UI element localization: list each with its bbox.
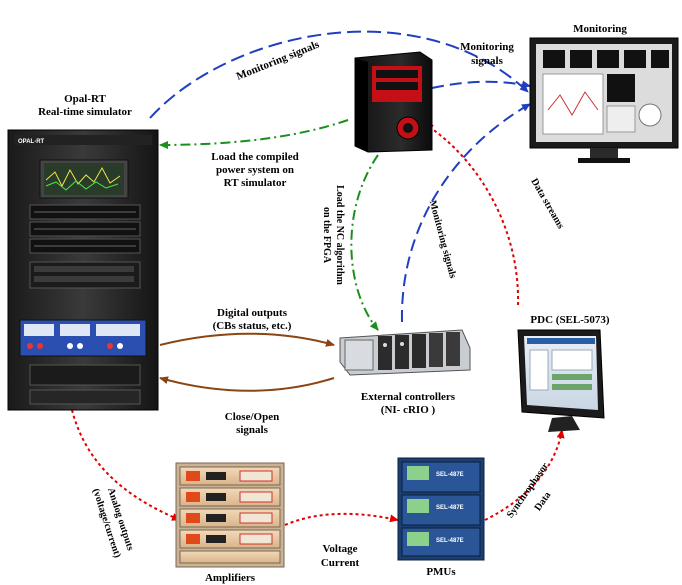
pmu-brand-2: SEL-487E [436, 505, 464, 511]
amplifiers-stack [175, 462, 285, 568]
load-nc-2: on the FPGA [321, 207, 332, 264]
load-compiled-1: Load the compiled [211, 151, 298, 163]
opal-rt-title-1: Opal-RT [64, 93, 106, 105]
load-nc-1: Load the NC algorithm [334, 185, 345, 285]
pmus-stack: SEL-487E SEL-487E SEL-487E [397, 457, 485, 561]
opal-rt-title-2: Real-time simulator [38, 106, 132, 118]
arrow-load-compiled [159, 119, 349, 149]
arrow-voltage-current [284, 512, 399, 526]
external-controllers-1: External controllers [361, 391, 456, 403]
digital-outputs-2: (CBs status, etc.) [213, 320, 292, 332]
monitoring-title: Monitoring [573, 23, 627, 35]
arrow-synchrophasor [484, 429, 565, 521]
monitoring-signals-vert: Monitoring signals [427, 199, 458, 280]
arrow-monitoring-signals-arc [149, 30, 529, 119]
arrow-load-nc [350, 154, 379, 331]
amplifiers-label: Amplifiers [205, 572, 256, 584]
external-controllers-2: (NI- cRIO ) [381, 404, 436, 416]
opal-brand: OPAL-RT [18, 139, 45, 145]
close-open-2: signals [236, 424, 269, 436]
opal-rt-rack: OPAL-RT [7, 129, 159, 411]
digital-outputs-1: Digital outputs [217, 307, 288, 319]
data-streams-label: Data streams [528, 177, 566, 231]
close-open-1: Close/Open [225, 411, 279, 423]
synchrophasor-2: Data [533, 490, 554, 513]
arrow-close-open [159, 376, 335, 392]
pdc-monitor [517, 329, 605, 432]
monitoring-signals-right-1: Monitoring [460, 41, 514, 53]
arrow-analog-outputs [71, 409, 181, 521]
arrow-crio-to-monitor [400, 103, 531, 323]
pmu-brand-3: SEL-487E [436, 538, 464, 544]
monitoring-screen [529, 37, 679, 163]
arrow-data-streams [424, 123, 520, 306]
pdc-label: PDC (SEL-5073) [530, 314, 609, 326]
ni-crio-controller [339, 329, 471, 376]
pc-tower [354, 51, 433, 153]
load-compiled-3: RT simulator [224, 177, 287, 189]
pmu-brand-1: SEL-487E [436, 472, 464, 478]
current-label: Current [321, 557, 360, 569]
load-compiled-2: power system on [216, 164, 294, 176]
arrow-pc-to-monitor [431, 80, 531, 89]
monitoring-signals-right-2: signals [471, 55, 504, 67]
voltage-label: Voltage [322, 543, 357, 555]
pmus-label: PMUs [426, 566, 456, 578]
arrow-digital-outputs [159, 332, 335, 347]
monitoring-signals-arc-label: Monitoring signals [235, 38, 322, 82]
